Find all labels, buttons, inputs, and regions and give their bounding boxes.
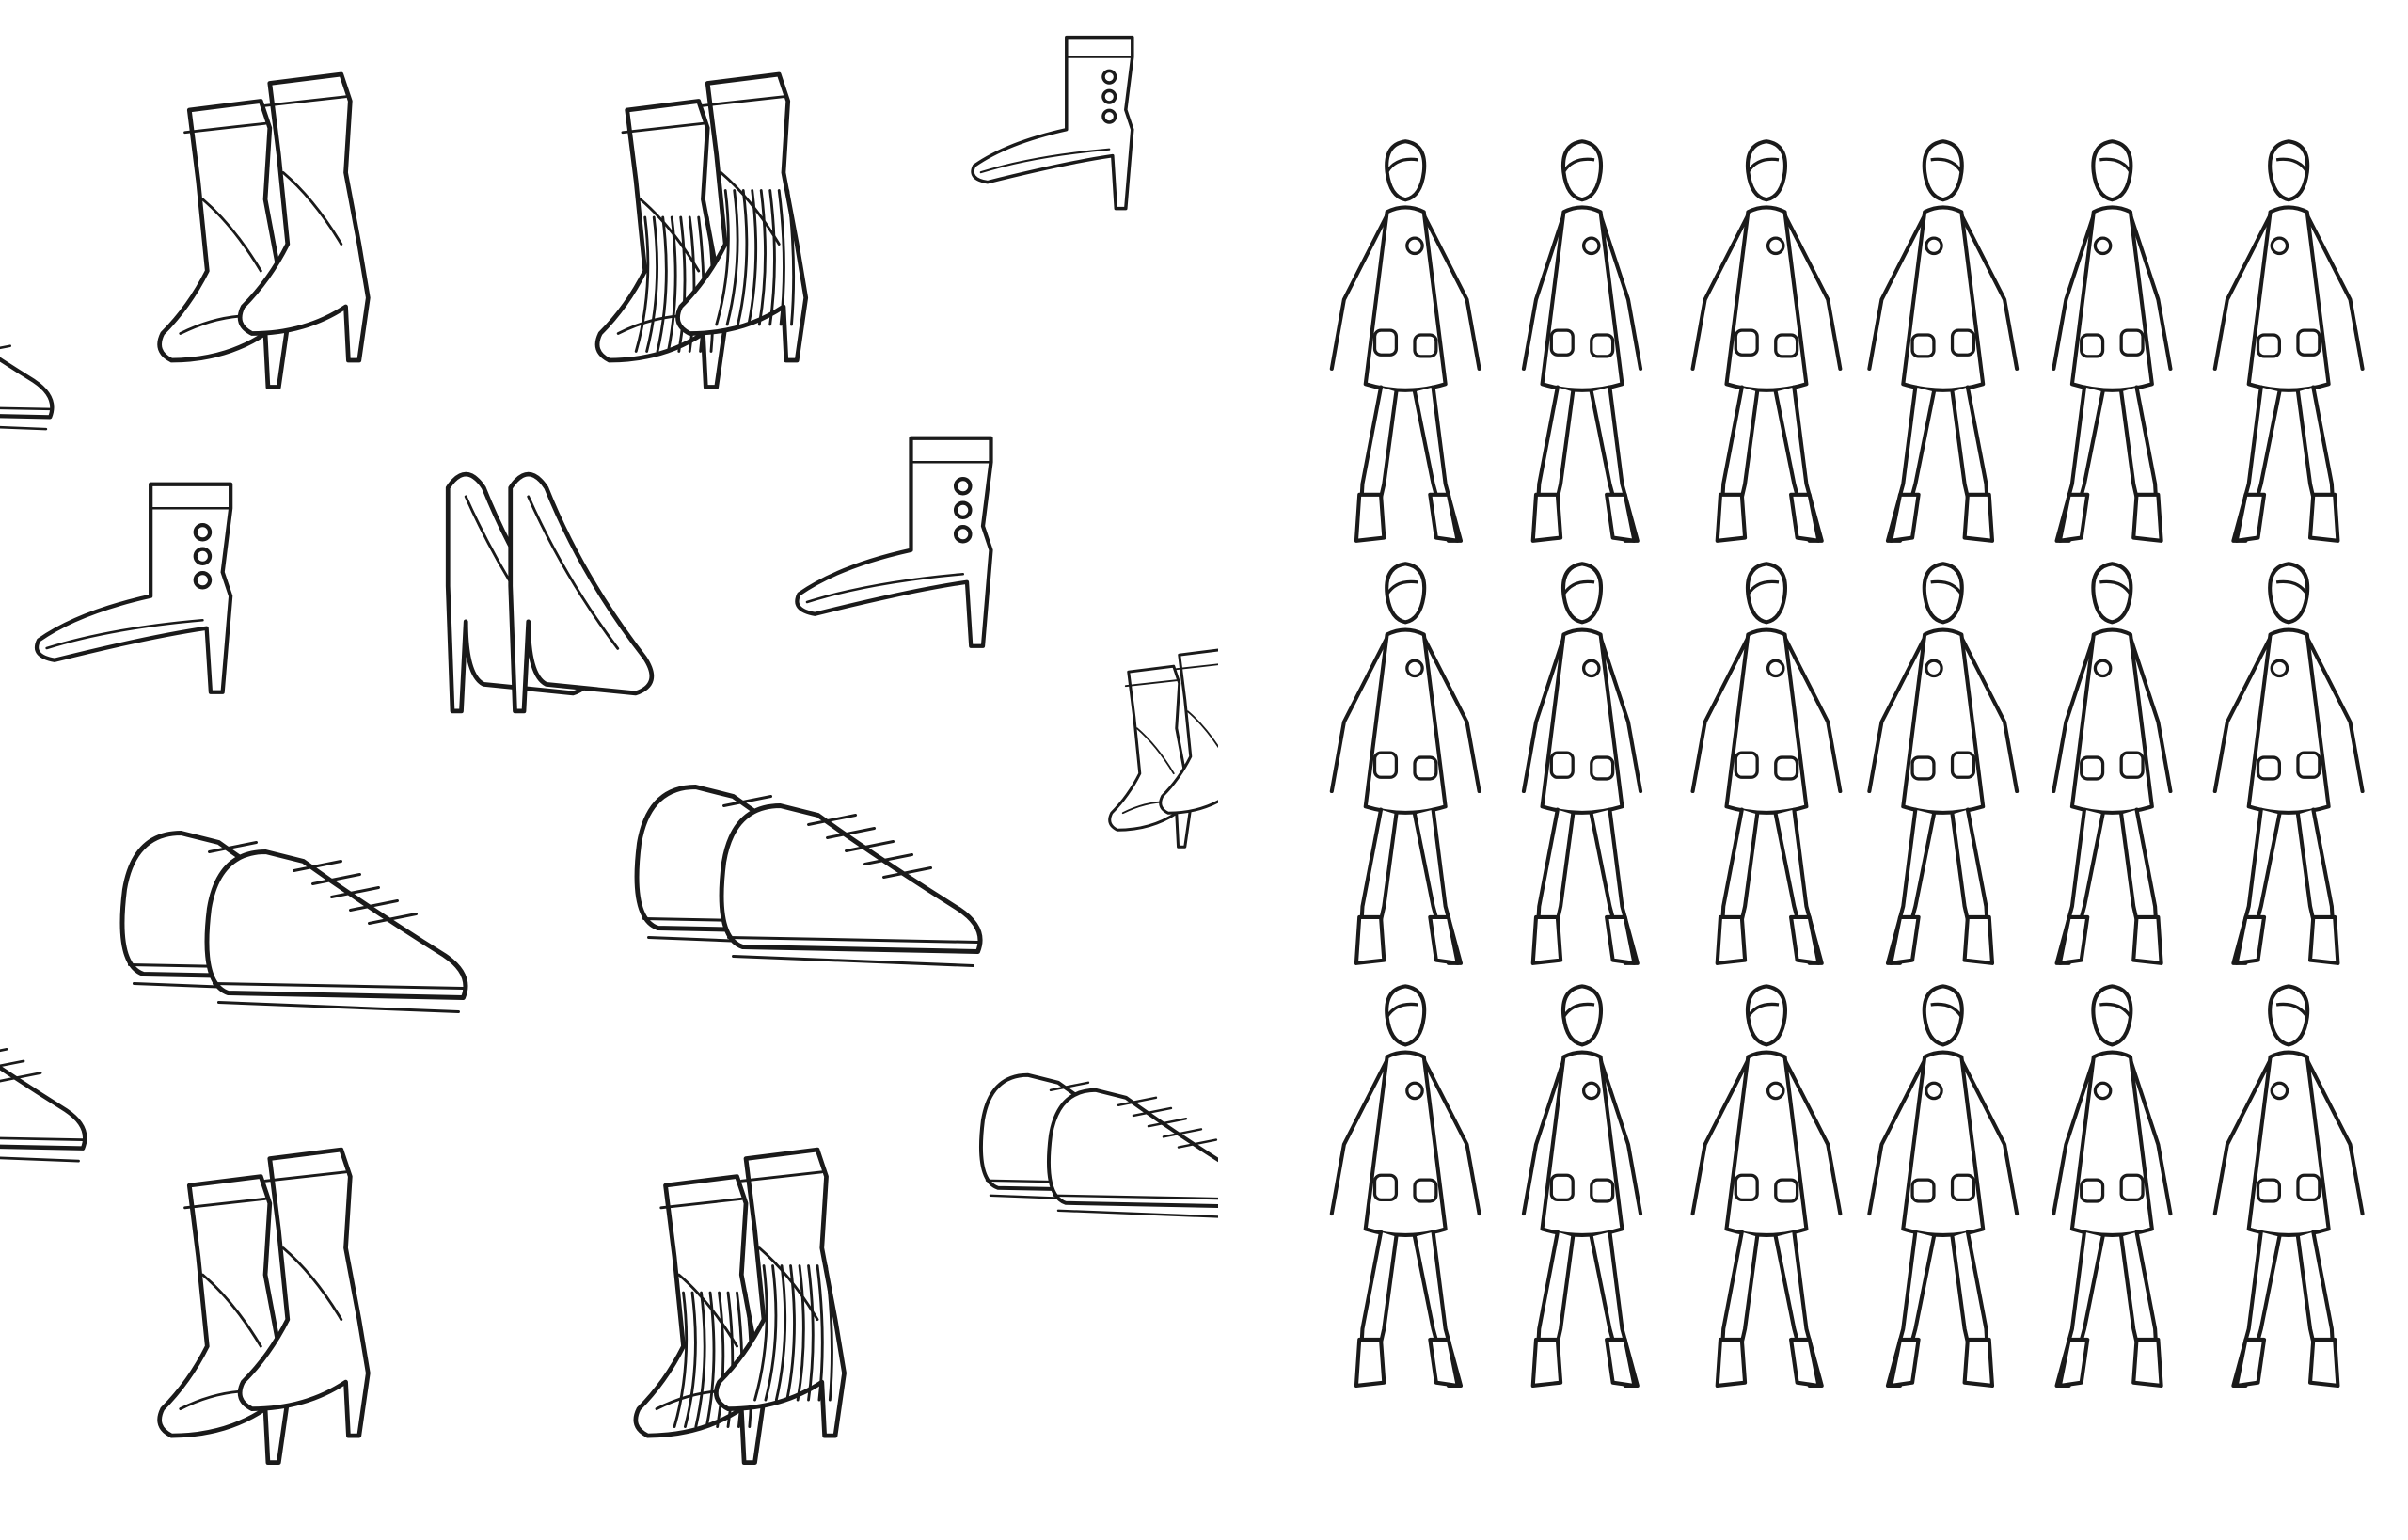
sneaker-icon [119,830,468,1013]
heel-shoe-icon [594,71,809,389]
sneaker-icon [0,1047,87,1163]
fashion-figure-icon [1690,984,1843,1389]
heel-shoe-icon [633,1147,847,1465]
heel-shoe-icon [1108,648,1218,849]
fashion-figure-icon [1521,984,1643,1389]
fashion-figure-icon [1521,562,1643,965]
fashion-figure-icon [2052,562,2173,965]
ankle-boot-icon [795,436,993,648]
fashion-figure-icon [1329,139,1481,543]
fashion-figure-icon [1329,562,1481,965]
fashion-figure-icon [1329,984,1481,1389]
heel-shoe-icon [157,1147,371,1465]
ankle-boot-icon [971,35,1134,211]
fashion-figure-icon [1867,562,2020,965]
shoe-pattern-panel [0,35,1218,1465]
fashion-figure-icon [1867,139,2020,543]
pump-shoe-icon [445,471,655,714]
fashion-figure-icon [2052,139,2173,543]
fashion-figure-icon [2052,984,2173,1389]
fashion-figure-icon [1690,562,1843,965]
fashion-figure-icon [2212,562,2365,965]
sneaker-icon [634,785,983,967]
fashion-figure-icon [1867,984,2020,1389]
fashion-figure-icon [2212,139,2365,543]
fashion-figure-icon [2212,984,2365,1389]
fashion-figure-panel [1329,139,2365,1389]
sneaker-icon [979,1072,1218,1218]
fashion-figure-icon [1690,139,1843,543]
fashion-figure-icon [1521,139,1643,543]
heel-shoe-icon [157,71,371,389]
sneaker-icon [0,344,55,431]
ankle-boot-icon [34,482,233,694]
